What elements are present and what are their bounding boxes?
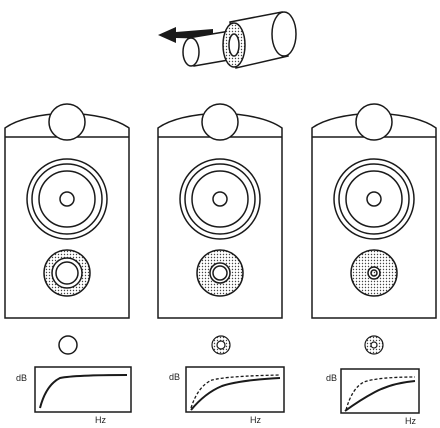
bass-port-foam-plug <box>350 249 398 297</box>
x-axis-label: Hz <box>250 415 261 425</box>
response-graph-foam-plug: dB Hz <box>326 368 420 426</box>
response-curve <box>190 377 281 411</box>
y-axis-label: dB <box>169 372 180 382</box>
y-axis-label: dB <box>16 373 27 383</box>
response-graph-open: dB Hz <box>16 366 132 425</box>
response-curve <box>344 380 416 412</box>
woofer-dustcap <box>59 191 75 207</box>
speaker-open-port <box>4 103 130 319</box>
port-indicator-open <box>58 335 78 355</box>
port-indicator-foam-ring <box>211 335 231 355</box>
reference-curve-dashed <box>190 374 281 409</box>
x-axis-label: Hz <box>95 415 106 425</box>
x-axis-label: Hz <box>405 416 416 426</box>
arrow-left-icon <box>158 27 213 43</box>
woofer-outer <box>179 158 261 240</box>
woofer-outer <box>26 158 108 240</box>
bass-port-foam-ring <box>196 249 244 297</box>
response-graph-foam-ring: dB Hz <box>169 366 285 425</box>
tweeter-dome <box>201 103 239 141</box>
bass-port-open <box>43 249 91 297</box>
port-indicator-foam-plug <box>364 335 384 355</box>
reference-curve-dashed <box>345 376 416 411</box>
y-axis-label: dB <box>326 373 337 383</box>
foam-plug-icon <box>182 11 297 69</box>
woofer-dustcap <box>366 191 382 207</box>
woofer-outer <box>333 158 415 240</box>
speaker-foam-plug <box>311 103 437 319</box>
tweeter-dome <box>48 103 86 141</box>
speaker-foam-ring <box>157 103 283 319</box>
response-curve <box>39 374 128 409</box>
tweeter-dome <box>355 103 393 141</box>
woofer-dustcap <box>212 191 228 207</box>
